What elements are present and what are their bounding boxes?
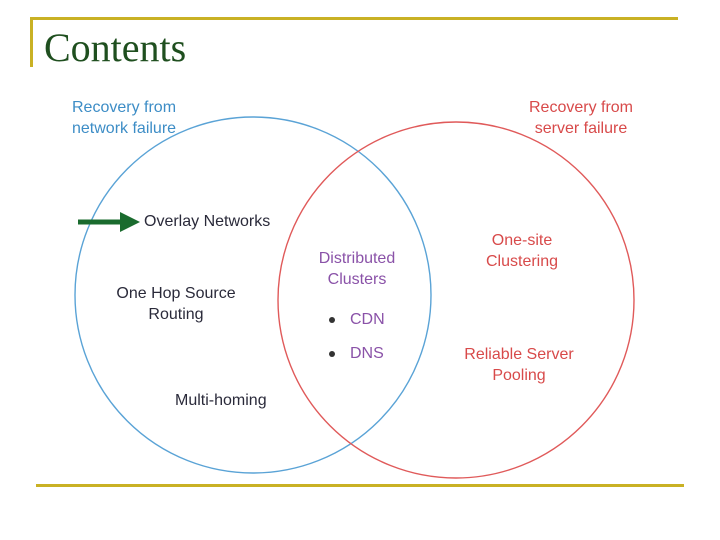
one-site-clustering-line1: One-site: [491, 232, 553, 249]
distributed-clusters-label: Distributed Clusters: [307, 248, 407, 290]
distributed-clusters-line1: Distributed: [318, 250, 396, 267]
server-failure-circle: [277, 121, 635, 479]
one-hop-routing-line1: One Hop Source: [116, 285, 236, 302]
cdn-bullet-dot: [329, 317, 335, 323]
multi-homing-label: Multi-homing: [175, 392, 267, 409]
one-site-clustering-label: One-site Clustering: [474, 230, 570, 272]
network-failure-circle: [74, 116, 432, 474]
cdn-bullet-label: CDN: [350, 311, 385, 328]
server-failure-heading-line1: Recovery from: [528, 99, 634, 116]
server-failure-heading-line2: server failure: [534, 120, 628, 137]
one-hop-routing-line2: Routing: [148, 306, 204, 323]
pointer-arrow: [78, 212, 140, 232]
reliable-server-pooling-line1: Reliable Server: [464, 346, 574, 363]
overlay-networks-label: Overlay Networks: [144, 213, 271, 230]
slide-title: Contents: [44, 25, 187, 70]
dns-bullet-label: DNS: [350, 345, 384, 362]
distributed-clusters-line2: Clusters: [327, 271, 387, 288]
one-hop-routing-label: One Hop Source Routing: [104, 283, 248, 325]
one-site-clustering-line2: Clustering: [485, 253, 559, 270]
network-failure-heading: Recovery from network failure: [72, 97, 176, 139]
network-failure-heading-line2: network failure: [72, 120, 177, 137]
frame-bottom-rule: [36, 484, 684, 487]
dns-bullet-dot: [329, 351, 335, 357]
network-failure-heading-line1: Recovery from: [72, 99, 177, 116]
server-failure-heading: Recovery from server failure: [518, 97, 644, 139]
frame-left-rule: [30, 17, 33, 67]
frame-top-rule: [30, 17, 678, 20]
reliable-server-pooling-line2: Pooling: [492, 367, 546, 384]
reliable-server-pooling-label: Reliable Server Pooling: [454, 344, 584, 386]
